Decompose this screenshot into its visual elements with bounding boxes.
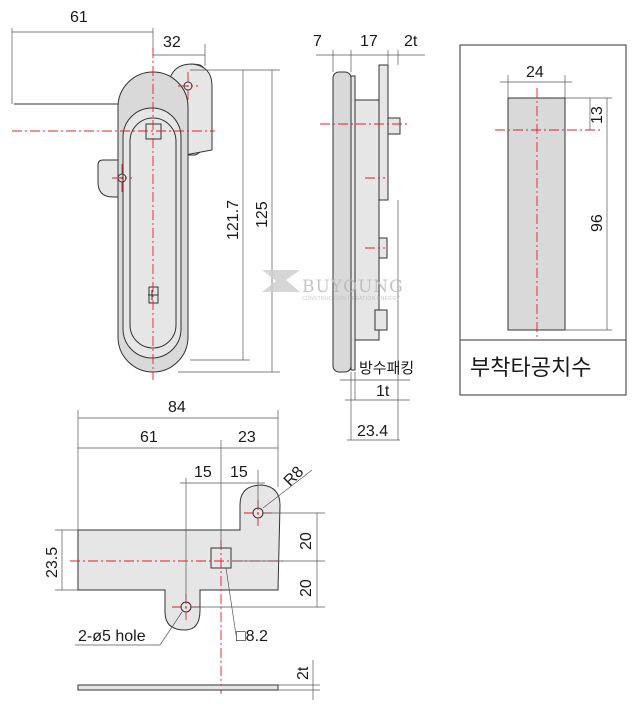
dim-plate-upper: 20 (298, 532, 315, 550)
hole-callout: 2-ø5 hole (78, 628, 146, 645)
watermark-brand: BUYOUNG (302, 277, 404, 297)
dim-side-b: 17 (360, 33, 378, 50)
side-gasket (350, 75, 356, 371)
dim-plate-radius: R8 (281, 463, 308, 490)
side-body (354, 99, 380, 341)
dim-plate-left: 61 (140, 429, 158, 446)
side-nut (387, 117, 401, 135)
front-view: 61 32 121.7 125 (11, 9, 280, 380)
watermark: BUYOUNG CONSTRUCTION CREATION ENERGY (262, 270, 404, 302)
cutout-caption: 부착타공치수 (470, 356, 591, 381)
dim-cutout-width: 24 (526, 64, 544, 81)
gasket-label: 방수패킹 (359, 359, 414, 377)
dim-plate-15b: 15 (230, 464, 248, 481)
dim-side-c: 2t (404, 33, 418, 50)
dim-front-outer-height: 125 (254, 201, 271, 228)
dim-plate-thickness: 2t (295, 666, 312, 680)
dim-front-width-total: 61 (70, 9, 88, 26)
dim-plate-height-left: 23.5 (44, 547, 61, 578)
side-view: 7 17 2t 방수패킹 1t 23.4 (313, 33, 425, 441)
dim-cutout-height: 96 (589, 214, 606, 232)
plate-view: 84 61 23 15 15 R8 23.5 20 20 2-ø5 hole □… (44, 399, 325, 700)
dim-plate-right: 23 (238, 429, 256, 446)
dim-plate-total: 84 (168, 399, 186, 416)
watermark-tagline: CONSTRUCTION CREATION ENERGY (302, 296, 400, 302)
side-handle (332, 71, 352, 373)
gasket-thickness: 1t (376, 383, 390, 400)
dim-plate-lower: 20 (298, 579, 315, 597)
dim-side-a: 7 (313, 33, 322, 50)
key-lock (148, 286, 159, 304)
square-drive (145, 123, 162, 140)
logo-icon (262, 270, 300, 292)
dim-front-inner-height: 121.7 (225, 200, 242, 240)
dim-front-handle-width: 32 (163, 34, 181, 51)
plate-edge-view (77, 684, 279, 691)
cutout-panel: 24 13 96 부착타공치수 (459, 44, 627, 396)
dim-side-depth: 23.4 (357, 423, 388, 440)
dim-plate-15a: 15 (194, 464, 212, 481)
cutout-shape (507, 97, 566, 331)
square-callout: □8.2 (236, 628, 268, 645)
side-plate (378, 64, 389, 201)
dim-cutout-top: 13 (589, 106, 606, 124)
side-lock (374, 309, 388, 331)
plate-shape (77, 484, 281, 631)
